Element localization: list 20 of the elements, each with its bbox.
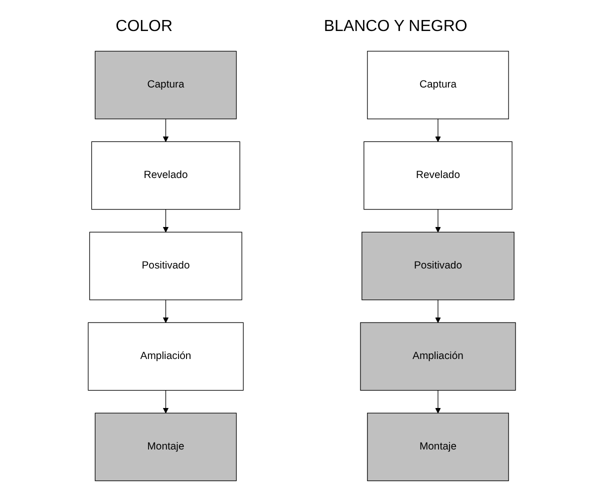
node-box: Ampliación	[360, 322, 516, 391]
node-box: Montaje	[94, 412, 236, 482]
arrow	[162, 118, 168, 142]
node-box: Positivado	[88, 232, 242, 300]
arrow	[162, 300, 168, 323]
arrow	[434, 390, 440, 414]
column-heading: COLOR	[116, 18, 173, 37]
node-box: Captura	[94, 50, 236, 120]
arrow	[162, 209, 168, 232]
arrow	[434, 300, 440, 323]
node-box: Ampliación	[88, 322, 244, 391]
node-box: Positivado	[361, 232, 514, 300]
column-heading: BLANCO Y NEGRO	[324, 18, 468, 37]
node-box: Revelado	[363, 141, 512, 210]
arrow	[434, 118, 440, 142]
arrow	[162, 390, 168, 414]
node-box: Captura	[366, 50, 509, 120]
node-box: Montaje	[366, 412, 509, 482]
arrow	[434, 209, 440, 232]
node-box: Revelado	[90, 141, 240, 210]
